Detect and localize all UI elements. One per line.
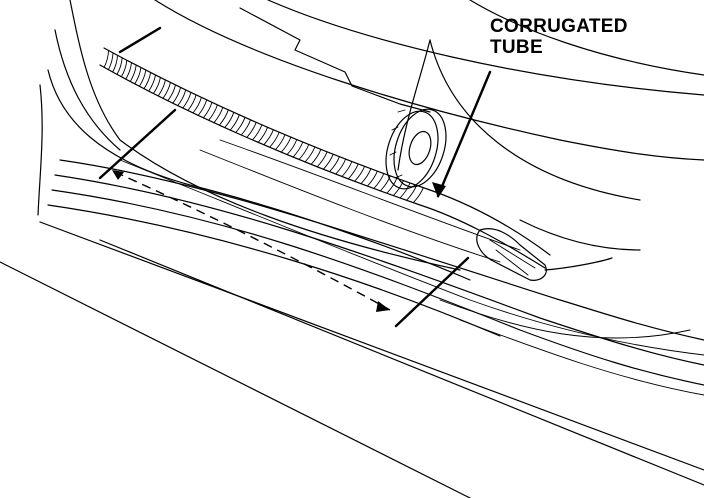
tube-rib <box>172 86 182 104</box>
tube-rib <box>162 81 171 99</box>
tube-rib <box>341 161 353 177</box>
leader-line-bottom <box>394 256 470 328</box>
arrow-head-icon <box>112 170 124 180</box>
tube-rib <box>412 187 424 204</box>
tube-rib <box>269 131 280 148</box>
door-frame-lines <box>154 0 704 271</box>
tube-rib <box>208 104 218 121</box>
tube-rib <box>316 151 328 168</box>
tube-rib <box>197 99 208 116</box>
arrow-head-icon <box>432 182 446 198</box>
tube-rib <box>152 77 161 94</box>
tube-rib <box>354 165 366 182</box>
tube-rib <box>177 89 187 107</box>
tube-rib <box>157 79 166 97</box>
tube-rib <box>120 59 128 78</box>
tube-rib <box>167 84 176 102</box>
tube-rib <box>366 170 378 187</box>
tube-rib <box>202 101 213 119</box>
tube-rib <box>116 57 123 75</box>
tube-rib <box>187 94 197 111</box>
tube-rib <box>235 116 246 133</box>
tube-rib <box>373 173 385 189</box>
tube-rib <box>182 91 192 109</box>
tube-rib <box>125 62 132 80</box>
tube-rib <box>143 72 152 90</box>
leader-line-left <box>98 108 177 180</box>
tube-rib <box>129 64 137 82</box>
label-line-1: CORRUGATED <box>490 16 628 37</box>
routing-path <box>112 170 391 312</box>
tube-rib <box>138 69 147 87</box>
leader-line-top <box>118 26 162 54</box>
tube-rib <box>213 106 224 124</box>
label-line-2: TUBE <box>490 37 543 58</box>
callout-leaders <box>98 26 492 328</box>
tube-rib <box>103 49 109 68</box>
tube-rib <box>246 121 257 138</box>
arrow-head-icon <box>376 301 390 312</box>
tube-rib <box>107 52 114 71</box>
tube-rib <box>192 96 202 114</box>
corrugated-tube <box>99 47 551 269</box>
tube-rib <box>263 129 274 146</box>
tube-rib <box>292 141 304 158</box>
tube-rib <box>399 182 411 199</box>
tube-rib <box>298 143 310 160</box>
tube-rib <box>322 153 334 170</box>
tube-rib <box>224 111 235 129</box>
tube-rib <box>310 148 322 165</box>
tube-rib <box>240 119 251 136</box>
tube-rib <box>304 146 316 163</box>
tube-rib <box>134 67 142 85</box>
tape-roll-icon <box>385 108 447 190</box>
harness-connector <box>476 228 547 281</box>
tube-rib <box>286 139 298 156</box>
tube-rib <box>148 74 156 92</box>
tube-rib <box>257 126 269 143</box>
corrugated-tube-label: CORRUGATED TUBE <box>490 16 628 58</box>
tube-rib <box>335 158 347 175</box>
tube-rib <box>112 54 118 73</box>
tube-rib <box>329 156 340 173</box>
tube-rib <box>274 134 286 151</box>
leader-line-tube <box>436 70 492 198</box>
tube-rib <box>347 163 359 180</box>
tube-rib <box>386 177 398 194</box>
tube-rib <box>218 109 229 126</box>
tube-rib <box>360 168 372 185</box>
tube-rib <box>252 124 263 141</box>
tube-rib <box>280 136 292 153</box>
tube-rib <box>379 175 391 192</box>
tube-rib <box>229 114 240 131</box>
